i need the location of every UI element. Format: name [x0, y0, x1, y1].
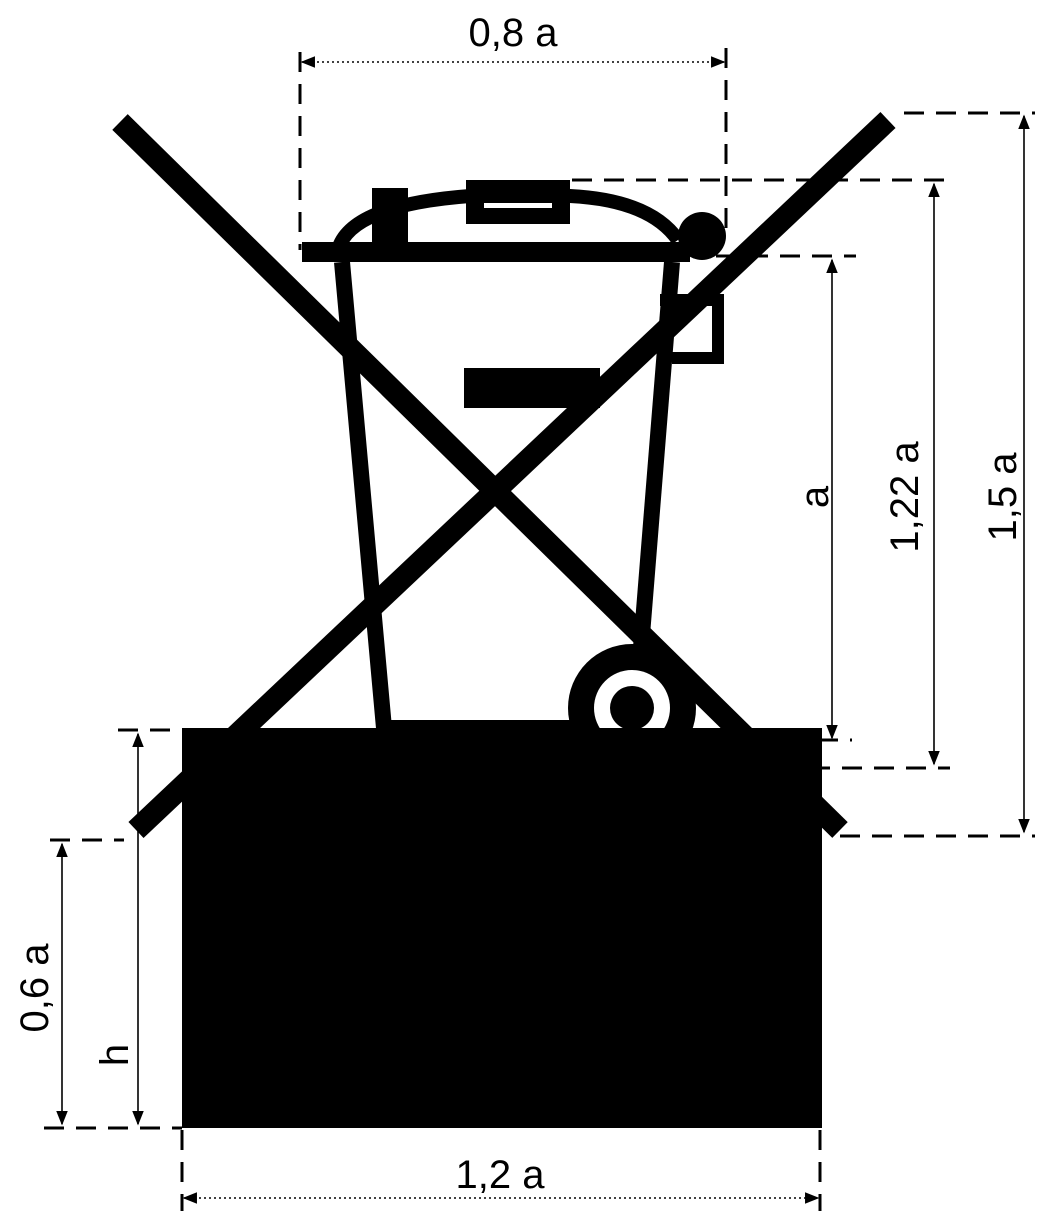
dimensioning	[44, 48, 1035, 1211]
label-bin-height: a	[793, 485, 837, 508]
bin-wheel-hub	[610, 686, 654, 730]
label-bin-total-height: 1,22 a	[883, 441, 927, 553]
cross-bar-ascending	[128, 112, 896, 838]
dimension-labels: 0,8 a a 1,22 a 1,5 a 0,6 a h 1,2 a	[13, 11, 1025, 1197]
label-lid-width: 0,8 a	[469, 11, 559, 55]
lid-arc	[331, 189, 684, 253]
lid-rim	[302, 242, 690, 262]
bin-body	[334, 261, 600, 736]
label-cross-height: 1,5 a	[981, 452, 1025, 542]
crossed-out-wheelie-bin-icon	[112, 112, 896, 838]
solid-bar	[182, 728, 822, 1128]
cross-bar-descending	[112, 114, 848, 838]
label-bar-height: h	[93, 1044, 137, 1066]
label-gap-to-bar: 0,6 a	[13, 943, 57, 1033]
label-bar-width: 1,2 a	[456, 1153, 546, 1197]
